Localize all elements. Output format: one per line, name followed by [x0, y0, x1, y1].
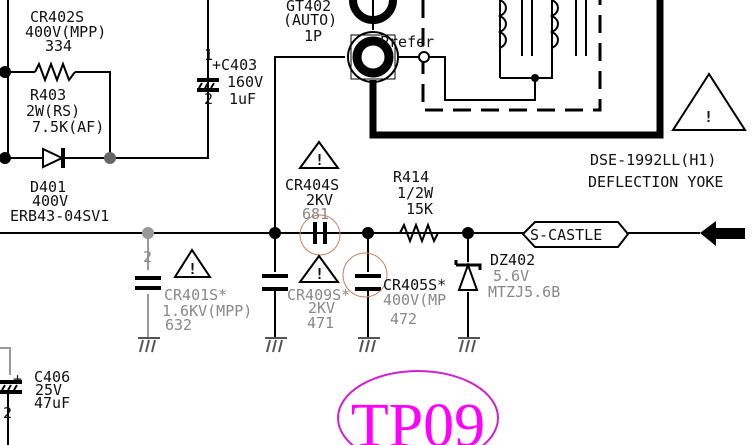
r414-ref: R414 — [393, 168, 429, 186]
cr404s-warning-icon — [298, 140, 340, 169]
c403-rating: 160V — [227, 73, 263, 91]
test-point-label: TP09 — [351, 392, 485, 445]
yoke-warning-icon — [671, 72, 747, 131]
s-castle-label: S-CASTLE — [530, 226, 602, 244]
gt402-connector — [347, 0, 399, 83]
cr405s-ref: CR405S* — [383, 276, 446, 294]
cr401s-pin: 2 — [143, 248, 152, 266]
arrow-left-icon — [700, 221, 745, 246]
ground-symbols — [138, 337, 480, 353]
cr405s-capacitor — [342, 252, 388, 298]
r403-resistor — [34, 61, 76, 83]
c406-pin2: 2 — [3, 404, 12, 422]
cr409s-value: 471 — [307, 314, 334, 332]
dz402-part: MTZJ5.6B — [488, 283, 560, 301]
cr401s-value: 632 — [165, 316, 192, 334]
cr405s-value: 472 — [390, 310, 417, 328]
warning-mark: ! — [188, 260, 197, 278]
warning-mark: ! — [704, 108, 713, 126]
cr404s-rating: 2KV — [306, 191, 333, 209]
cr401s-rating: 1.6KV(MPP) — [162, 302, 252, 320]
c403-capacitor — [197, 78, 219, 92]
c406-value: 47uF — [34, 394, 70, 412]
s-castle-connector[interactable]: S-CASTLE — [521, 221, 630, 248]
test-point-tp09[interactable]: TP09 — [337, 370, 499, 445]
cr405s-rating: 400V(MP — [383, 291, 446, 309]
cr409s-rating: 2KV — [308, 299, 335, 317]
r414-value: 15K — [406, 200, 433, 218]
d401-part: ERB43-04SV1 — [10, 207, 109, 225]
r403-ref: R403 — [30, 86, 66, 104]
cr409s-warning-icon — [298, 254, 340, 283]
c403-pin1: 1 — [204, 46, 213, 64]
warning-mark: ! — [315, 151, 324, 169]
dz402-zener — [454, 260, 482, 292]
gt402-pins: 1P — [304, 27, 322, 45]
cr401s-capacitor — [135, 270, 161, 294]
d401-diode — [42, 147, 65, 169]
yoke-coils — [497, 0, 587, 56]
c406-plus: + — [13, 370, 22, 388]
prefer-label: Prefer — [380, 33, 434, 51]
cr409s-capacitor — [262, 272, 288, 291]
junction-dots — [0, 51, 539, 239]
c403-pin2: 2 — [204, 90, 213, 108]
c403-ref: +C403 — [212, 56, 257, 74]
gt402-ref: GT402 — [286, 0, 331, 15]
r403-value: 7.5K(AF) — [32, 118, 104, 136]
warning-mark: ! — [315, 265, 324, 283]
c406-rating: 25V — [35, 381, 62, 399]
r403-rating: 2W(RS) — [26, 102, 80, 120]
r414-resistor — [399, 222, 439, 244]
dz402-ref: DZ402 — [490, 251, 535, 269]
cr409s-ref: CR409S* — [287, 286, 350, 304]
c406-ref: C406 — [34, 368, 70, 386]
d401-ref: D401 — [30, 178, 66, 196]
yoke-model: DSE-1992LL(H1) — [590, 151, 716, 169]
cr402s-value: 334 — [45, 37, 72, 55]
dz402-rating: 5.6V — [493, 267, 529, 285]
cr402s-rating: 400V(MPP) — [25, 23, 106, 41]
yoke-name: DEFLECTION YOKE — [588, 173, 723, 191]
cr401s-ref: CR401S* — [164, 286, 227, 304]
wires — [0, 0, 700, 445]
gt402-mode: (AUTO) — [283, 11, 337, 29]
cr404s-ref: CR404S — [285, 176, 339, 194]
cr404s-capacitor — [275, 214, 360, 256]
c403-value: 1uF — [229, 90, 256, 108]
c406-capacitor — [0, 380, 22, 394]
d401-rating: 400V — [32, 192, 68, 210]
cr404s-value: 681 — [302, 205, 329, 223]
warning-icons — [173, 72, 747, 283]
r414-rating: 1/2W — [397, 184, 434, 202]
cr401s-warning-icon — [173, 248, 212, 278]
cr402s-ref: CR402S — [30, 8, 84, 26]
